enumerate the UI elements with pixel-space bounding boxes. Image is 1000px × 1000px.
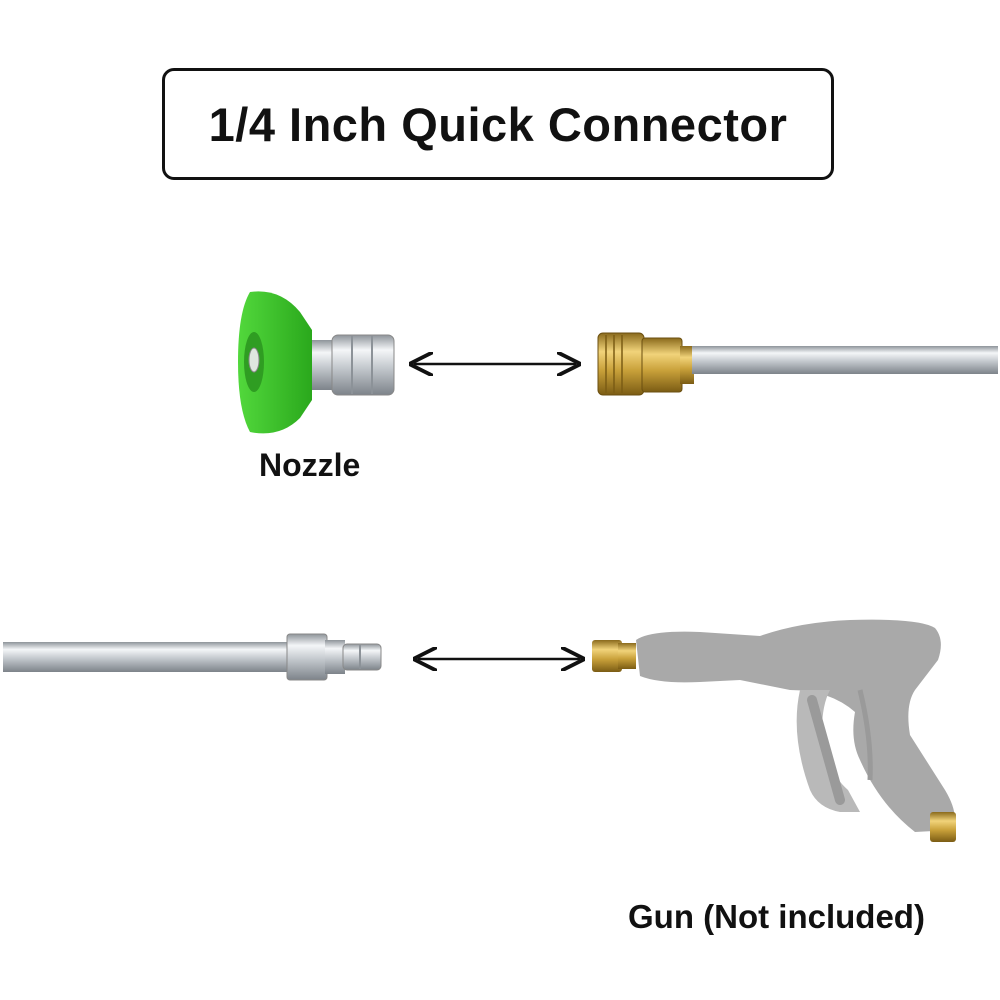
spray-gun-icon [592,619,956,842]
page-title: 1/4 Inch Quick Connector [208,97,788,151]
nozzle-icon [238,291,395,434]
gun-label: Gun (Not included) [628,898,925,935]
nozzle-label: Nozzle [259,447,361,483]
wand-tube-icon [692,346,998,374]
wand-tube-lower [3,642,293,672]
title-box: 1/4 Inch Quick Connector [162,68,834,180]
brass-coupler-icon [597,332,694,396]
male-plug-icon [286,633,382,681]
